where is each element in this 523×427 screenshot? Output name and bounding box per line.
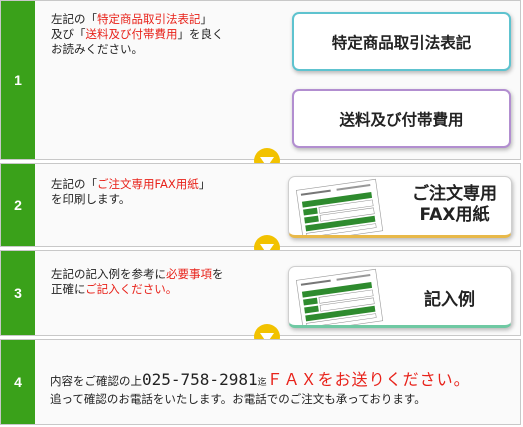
fill-example-button[interactable]: 記入例 — [288, 266, 512, 328]
fax-form-title: ご注文専用 FAX用紙 — [412, 184, 497, 225]
step-number: 1 — [1, 1, 35, 159]
fax-number: 025-758-2981 — [142, 370, 258, 389]
step-instructions: 左記の記入例を参考に必要事項を 正確にご記入ください。 — [51, 267, 224, 296]
step-number: 4 — [1, 340, 35, 424]
fax-form-button[interactable]: ご注文専用 FAX用紙 — [288, 176, 512, 238]
step-instructions: 左記の「ご注文専用FAX用紙」 を印刷します。 — [51, 177, 211, 206]
fax-form-thumbnail-icon — [295, 178, 384, 235]
final-instructions: 内容をご確認の上025-758-2981迄ＦＡＸをお送りください。 追って確認の… — [50, 370, 471, 407]
fill-example-title: 記入例 — [424, 290, 475, 310]
law-notation-button[interactable]: 特定商品取引法表記 — [292, 12, 511, 71]
shipping-fee-button[interactable]: 送料及び付帯費用 — [292, 89, 511, 148]
law-notation-label: 特定商品取引法表記 — [331, 33, 472, 52]
example-form-thumbnail-icon — [295, 268, 384, 325]
link-law-label: 特定商品取引法表記 — [97, 12, 201, 26]
step-2: 2 左記の「ご注文専用FAX用紙」 を印刷します。 ご注文専用 FAX用紙 — [0, 163, 521, 247]
step-1: 1 左記の「特定商品取引法表記」 及び「送料及び付帯費用」を良く お読みください… — [0, 0, 521, 160]
link-fee-label: 送料及び付帯費用 — [85, 27, 178, 41]
step-instructions: 左記の「特定商品取引法表記」 及び「送料及び付帯費用」を良く お読みください。 — [51, 12, 224, 56]
step-number: 3 — [1, 251, 35, 335]
fax-send-prompt: ＦＡＸをお送りください。 — [266, 370, 471, 389]
step-number: 2 — [1, 164, 35, 246]
step-3: 3 左記の記入例を参考に必要事項を 正確にご記入ください。 記入例 — [0, 250, 521, 336]
step-4: 4 — [0, 339, 521, 425]
shipping-fee-label: 送料及び付帯費用 — [339, 110, 464, 129]
